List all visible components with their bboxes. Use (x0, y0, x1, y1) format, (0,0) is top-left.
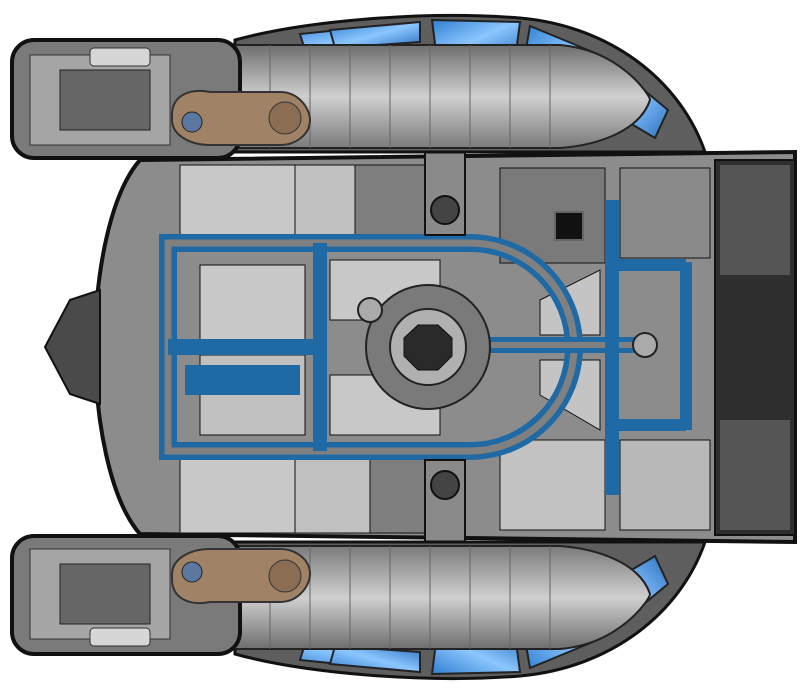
docking-port-upper-hatch (430, 195, 460, 225)
lower-nacelle-and-hull (10, 534, 707, 681)
aft-panel-upper (720, 165, 790, 275)
turbolift-right (632, 332, 658, 358)
docking-port-lower-hatch (430, 470, 460, 500)
lounge-blue-room (185, 365, 300, 395)
table-viewscreen (554, 211, 584, 241)
upper-nacelle-and-hull (10, 13, 707, 161)
bow-sensor (43, 288, 101, 406)
aft-panel-lower (720, 420, 790, 530)
docking-port-lower (424, 459, 466, 546)
core-shaft (403, 324, 453, 371)
room-blocks (179, 164, 711, 534)
turbolift-left (357, 297, 383, 323)
